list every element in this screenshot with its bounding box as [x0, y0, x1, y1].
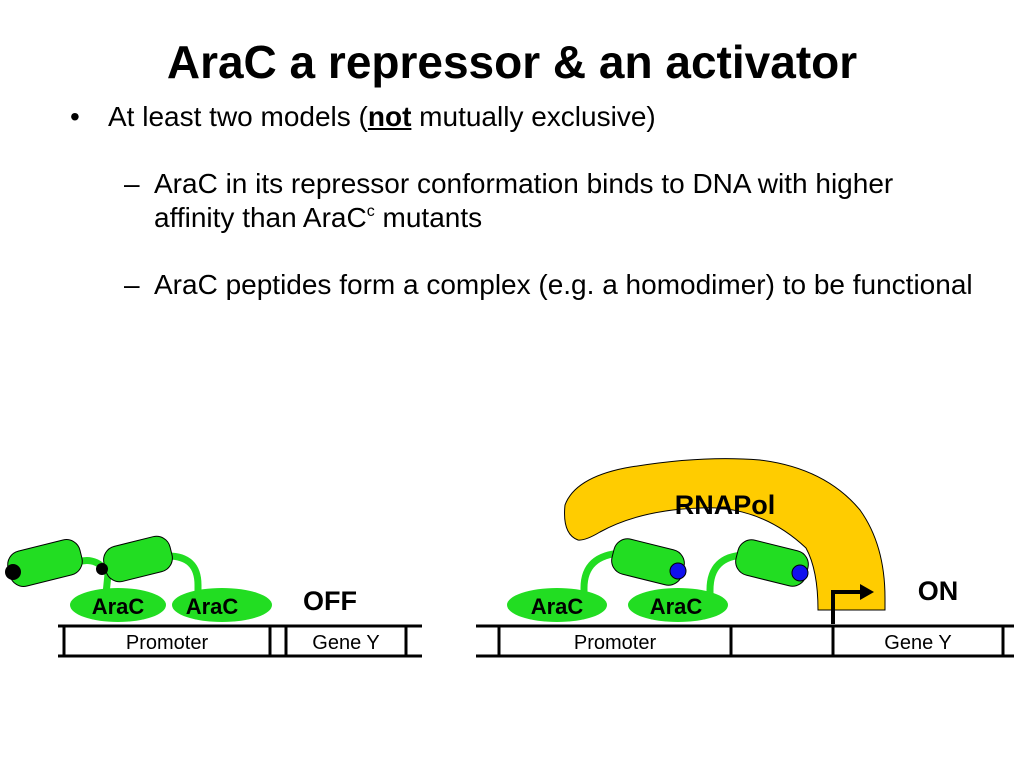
promoter-label: Promoter	[574, 632, 657, 654]
sub-point-text-start: AraC in its repressor conformation binds…	[154, 168, 894, 233]
gene-label: Gene Y	[312, 632, 379, 654]
arac-label: AraC	[650, 594, 703, 619]
sub-point-marker: –	[124, 269, 140, 300]
arabinose-dot	[791, 564, 809, 582]
off-panel: Promoter Gene Y AraC AraC OFF	[5, 535, 422, 658]
arac-dna-binding-domain	[70, 588, 166, 622]
gene-label: Gene Y	[884, 632, 951, 654]
arac-label: AraC	[186, 594, 239, 619]
promoter-label: Promoter	[126, 632, 209, 654]
sub-point-text: AraC peptides form a complex (e.g. a hom…	[154, 268, 974, 302]
off-label: OFF	[303, 586, 357, 616]
arac-label: AraC	[92, 594, 145, 619]
dna-strand-on	[476, 624, 1014, 658]
bullet-text-end: mutually exclusive)	[411, 101, 656, 132]
sub-point-text: AraC in its repressor conformation binds…	[154, 167, 974, 235]
arabinose-dot	[96, 563, 108, 575]
on-panel: RNAPol Promoter Gene Y AraC AraC	[476, 458, 1014, 658]
arac-dna-binding-domain	[172, 588, 272, 622]
bullet-text: At least two models (not mutually exclus…	[108, 100, 656, 134]
bullet-emphasis: not	[367, 101, 412, 132]
sub-point-text-end: mutants	[374, 202, 483, 233]
sub-point-text-start: AraC peptides form a complex (e.g. a hom…	[154, 269, 973, 300]
dna-strand-off	[58, 624, 422, 658]
bullet-text-start: At least two models (	[108, 101, 368, 132]
arac-arm-domain	[103, 535, 173, 583]
on-label: ON	[918, 576, 959, 606]
arac-arm-domain	[611, 538, 685, 586]
rna-polymerase	[564, 458, 886, 611]
arac-linker	[164, 552, 202, 602]
transcription-start-arrow	[831, 584, 874, 624]
arabinose-dot	[669, 562, 687, 580]
arac-arm-domain	[7, 539, 83, 587]
bullet-marker: •	[70, 101, 80, 132]
sub-point-superscript: c	[366, 203, 375, 220]
rnapol-label: RNAPol	[675, 490, 776, 520]
slide-title: AraC a repressor & an activator	[166, 36, 858, 88]
arabinose-dot	[5, 564, 21, 580]
arac-dna-binding-domain	[628, 588, 728, 622]
sub-point-marker: –	[124, 168, 140, 199]
arac-label: AraC	[531, 594, 584, 619]
arac-dna-binding-domain	[507, 588, 607, 622]
